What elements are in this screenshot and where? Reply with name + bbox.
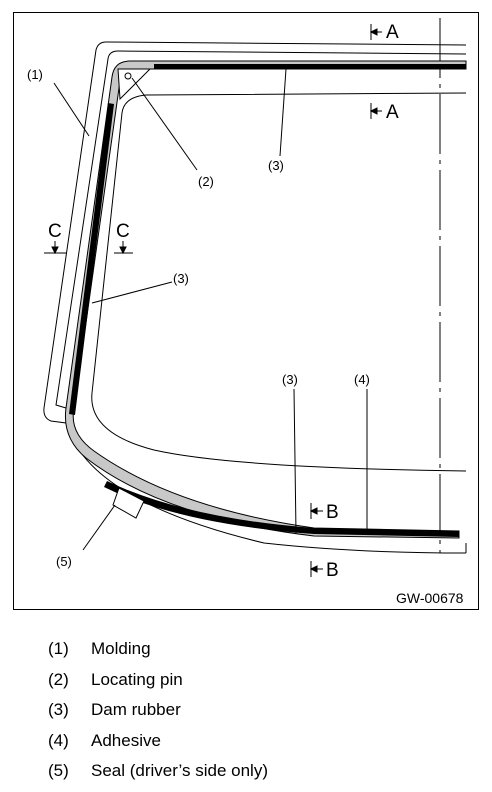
legend-text: Molding <box>91 639 151 659</box>
leader-2 <box>131 77 198 171</box>
legend-number: (2) <box>48 669 69 689</box>
diagram-drawing: (1) (2) (3) (3) (3) (4) (5) A A B B C C … <box>27 18 467 606</box>
section-c-left: C <box>48 221 62 242</box>
dam-rubber-bottom <box>104 481 459 537</box>
callout-4: (4) <box>354 372 370 387</box>
legend-text: Adhesive <box>91 730 161 750</box>
seal-block <box>112 487 145 519</box>
locating-pin-icon <box>124 72 132 80</box>
leader-3c <box>293 388 297 534</box>
legend-number: (1) <box>48 639 69 659</box>
legend-item: (1) Molding <box>48 634 268 665</box>
callout-2: (2) <box>198 174 214 189</box>
leader-3b <box>91 281 173 304</box>
callout-3-top: (3) <box>268 158 284 173</box>
dam-rubber-top <box>154 64 466 69</box>
section-c-right: C <box>116 221 130 242</box>
legend-text: Seal (driver’s side only) <box>91 761 268 781</box>
callout-3-side: (3) <box>173 271 189 286</box>
callout-5: (5) <box>56 554 72 569</box>
section-a-top: A <box>386 22 399 43</box>
molding-inner-line <box>55 50 467 409</box>
leader-5 <box>82 504 116 551</box>
windshield-diagram: (1) (2) (3) (3) (3) (4) (5) A A B B C C … <box>13 12 479 610</box>
legend-item: (3) Dam rubber <box>48 695 268 726</box>
section-b-bottom: B <box>326 560 339 581</box>
legend-text: Dam rubber <box>91 700 181 720</box>
section-a-bottom: A <box>386 102 399 123</box>
frame-band <box>64 60 467 539</box>
leader-3a <box>279 68 287 157</box>
figure-code: GW-00678 <box>396 590 464 606</box>
molding-outer-line <box>43 41 467 554</box>
legend-item: (5) Seal (driver’s side only) <box>48 756 268 787</box>
leader-1 <box>53 82 90 137</box>
callout-3-bottom: (3) <box>282 372 298 387</box>
callout-1: (1) <box>27 67 43 82</box>
locating-pin-bracket <box>117 68 152 101</box>
legend-list: (1) Molding (2) Locating pin (3) Dam rub… <box>48 634 268 787</box>
dam-rubber-side <box>69 103 114 415</box>
glass-inner-line <box>91 92 467 472</box>
legend-item: (4) Adhesive <box>48 726 268 757</box>
section-b-top: B <box>326 502 339 523</box>
legend-text: Locating pin <box>91 669 183 689</box>
legend-number: (5) <box>48 761 69 781</box>
legend-item: (2) Locating pin <box>48 665 268 696</box>
legend-number: (3) <box>48 700 69 720</box>
legend-number: (4) <box>48 730 69 750</box>
